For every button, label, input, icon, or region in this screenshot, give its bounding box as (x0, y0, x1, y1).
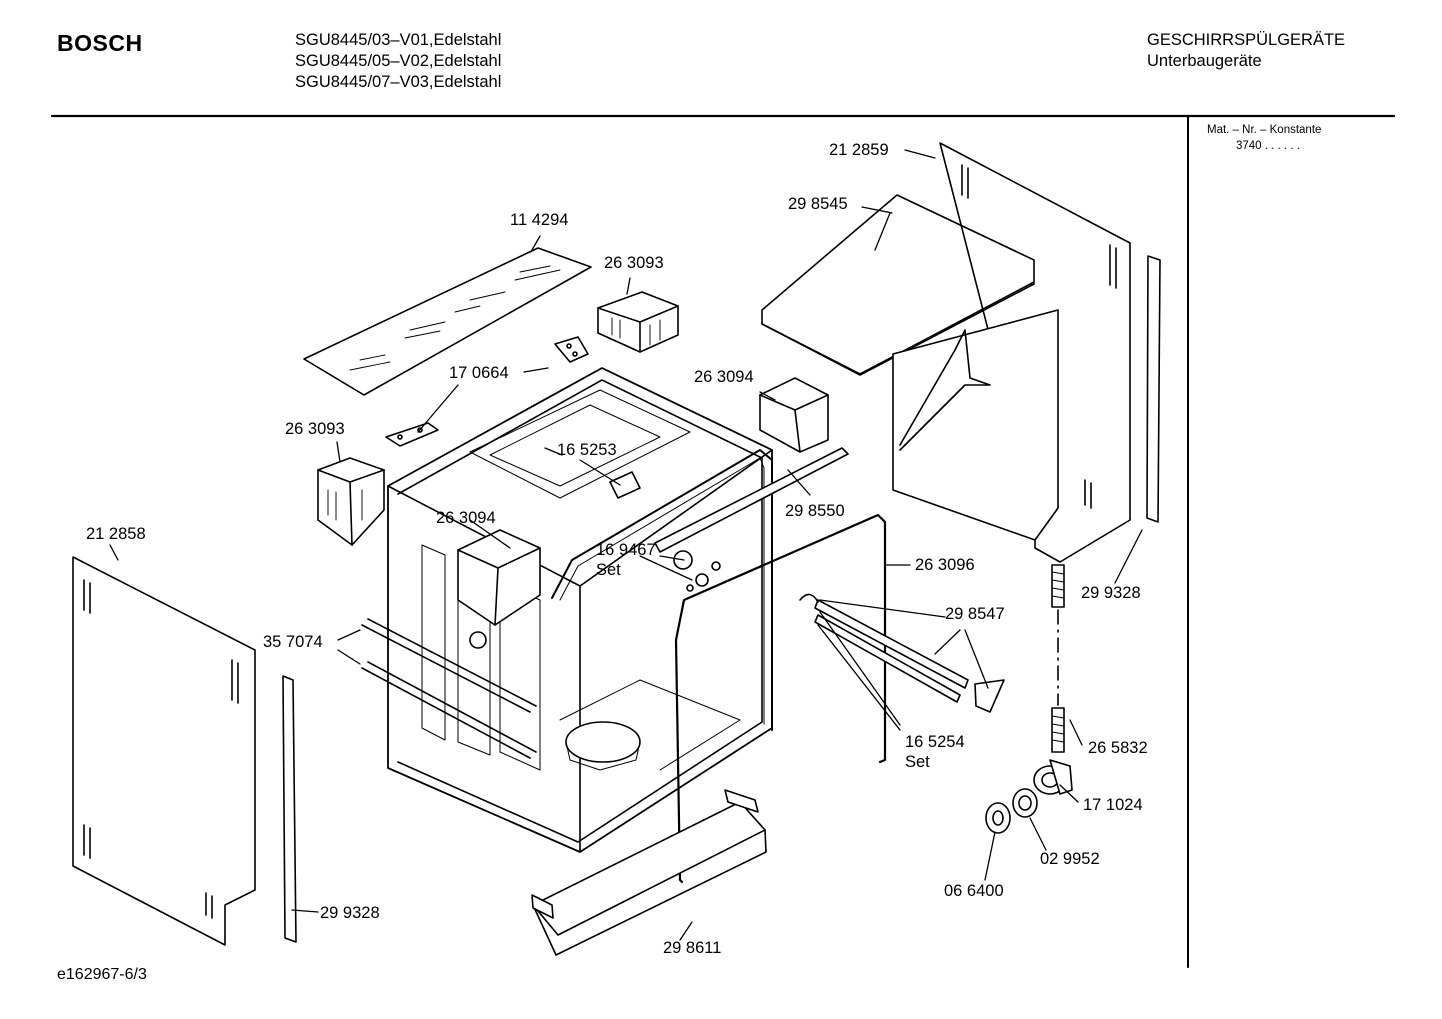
support-bracket-left (317, 457, 385, 546)
document-reference: e162967-6/3 (57, 966, 147, 983)
model-line: SGU8445/05–V02,Edelstahl (295, 52, 502, 70)
part-note: Set (596, 561, 621, 579)
bracket-right (554, 336, 589, 363)
part-label: 26 3093 (604, 254, 664, 272)
part-label: 02 9952 (1040, 850, 1100, 868)
front-strip (654, 447, 849, 553)
part-note: Set (905, 753, 930, 771)
adjust-foot (1051, 564, 1065, 753)
bracket-left (385, 422, 439, 447)
part-label: 21 2858 (86, 525, 146, 543)
part-label: 17 1024 (1083, 796, 1143, 814)
part-label: 29 8547 (945, 605, 1005, 623)
part-label: 16 5253 (557, 441, 617, 459)
category-title: GESCHIRRSPÜLGERÄTE (1147, 31, 1346, 49)
cover-bracket-right (759, 377, 829, 453)
hinge-set (673, 550, 721, 592)
side-rails (361, 618, 537, 759)
hinge-bars (799, 593, 1005, 713)
mat-nr-label: Mat. – Nr. – Konstante (1207, 124, 1322, 136)
model-line: SGU8445/03–V01,Edelstahl (295, 31, 502, 49)
part-label: 11 4294 (510, 211, 569, 229)
part-label: 16 5254 (905, 733, 965, 751)
model-list: SGU8445/03–V01,Edelstahl SGU8445/05–V02,… (295, 30, 501, 93)
insulation-mat (303, 247, 592, 396)
foot-base (1033, 759, 1073, 795)
part-label: 35 7074 (263, 633, 323, 651)
part-label: 29 9328 (1081, 584, 1141, 602)
side-panel-left (72, 556, 256, 946)
part-label: 21 2859 (829, 141, 889, 159)
part-label: 26 3094 (694, 368, 754, 386)
part-label: 26 3094 (436, 509, 496, 527)
part-label: 29 9328 (320, 904, 380, 922)
worktop-cover (761, 194, 1035, 376)
mat-nr-value: 3740 . . . . . . (1236, 140, 1300, 152)
part-label: 16 9467 (596, 541, 656, 559)
part-label: 29 8550 (785, 502, 845, 520)
trim-strip-right (1146, 255, 1161, 523)
part-label: 26 5832 (1088, 739, 1148, 757)
part-label: 29 8611 (663, 939, 722, 957)
door-seal (551, 449, 887, 884)
category-block: GESCHIRRSPÜLGERÄTE Unterbaugeräte (1147, 30, 1345, 72)
part-label: 26 3096 (915, 556, 975, 574)
category-subtitle: Unterbaugeräte (1147, 52, 1262, 70)
trim-strip-left (282, 675, 297, 943)
brand-logo: BOSCH (57, 30, 143, 56)
clip (609, 471, 641, 499)
part-label: 06 6400 (944, 882, 1004, 900)
leader-lines (109, 149, 1143, 941)
cover-bracket-inner (457, 529, 541, 649)
part-label: 26 3093 (285, 420, 345, 438)
support-bracket-upper (597, 291, 679, 353)
plinth (531, 789, 767, 956)
model-line: SGU8445/07–V03,Edelstahl (295, 73, 502, 91)
rear-panel (892, 142, 1131, 563)
foot-cap (985, 802, 1011, 834)
tub-body (387, 367, 773, 853)
foot-ring (1012, 788, 1038, 818)
part-label: 17 0664 (449, 364, 509, 382)
part-label: 29 8545 (788, 195, 848, 213)
